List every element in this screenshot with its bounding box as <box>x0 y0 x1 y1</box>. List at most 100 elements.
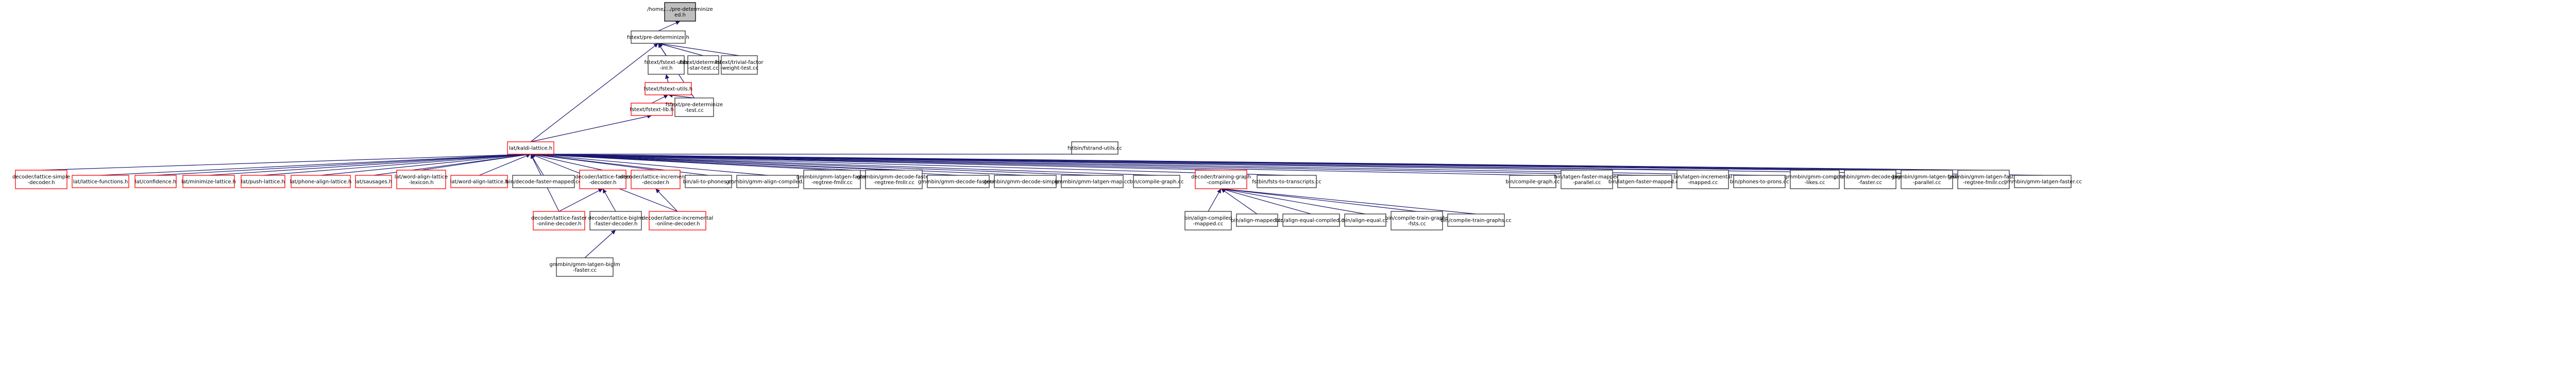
node-fstbin[interactable]: fstbin/fstrand-utils.cc <box>1067 141 1122 155</box>
node-compile-graph[interactable]: bin/compile-graph.cc <box>1505 175 1560 188</box>
node-label: lat/lattice-functions.h <box>73 179 128 185</box>
node-confidence[interactable]: lat/confidence.h <box>134 175 177 188</box>
node-gmm-latgen-faster-parallel[interactable]: gmmbin/gmm-latgen-faster-parallel.cc <box>1891 170 1963 189</box>
node-label: fstext/pre-determinize.h <box>627 35 689 41</box>
node-fstprint[interactable]: bin/compile-graph.cc <box>1129 175 1184 188</box>
node-label: lat/sausages.h <box>355 179 392 185</box>
node-training-graph[interactable]: decoder/training-graph-compiler.h <box>1191 170 1251 189</box>
edge-fstext_lib-to-kaldi_lattice <box>530 114 652 142</box>
node-align-equal[interactable]: bin/align-equal.cc <box>1343 213 1388 227</box>
node-latgen-incremental-mapped[interactable]: bin/latgen-incremental-mapped.cc <box>1673 170 1732 189</box>
node-compile-train-graphs[interactable]: bin/compile-train-graphs.cc <box>1440 213 1512 227</box>
edge-incremental_decoder-to-incremental_online <box>655 188 678 212</box>
node-minimize-lattice[interactable]: lat/minimize-lattice.h <box>181 175 236 188</box>
node-phones-to-prons[interactable]: bin/phones-to-prons.cc <box>1730 175 1789 188</box>
node-word-align-lexicon[interactable]: lat/word-align-lattice-lexicon.h <box>395 170 448 189</box>
node-label: bin/compile-graph.cc <box>1129 179 1183 185</box>
node-push-lattice[interactable]: lat/push-lattice.h <box>241 175 285 188</box>
node-label: bin/align-compiled <box>1184 216 1232 221</box>
node-incremental-decoder[interactable]: decoder/lattice-incremental-decoder.h <box>620 170 691 189</box>
node-sausages[interactable]: lat/sausages.h <box>355 175 392 188</box>
node-faster-decoder[interactable]: decoder/lattice-faster-decoder.h <box>575 170 631 189</box>
edge-kaldi_lattice-to-gmm_decode_simple <box>530 152 1026 176</box>
node-gmm-decode-faster[interactable]: gmmbin/gmm-decode-faster.cc <box>918 175 999 188</box>
node-align-compiled[interactable]: gmmbin/gmm-align-compiled.cc <box>726 175 809 188</box>
edge-fstext_utils_h-to-fstext_lib <box>651 94 669 104</box>
node-label: -parallel.cc <box>1913 180 1941 186</box>
node-latgen-faster-mapped-parallel[interactable]: bin/latgen-faster-mapped-parallel.cc <box>1554 170 1620 189</box>
edge-biglm_decoder-to-latgen_biglm <box>584 229 616 258</box>
edge-training_graph-to-align_compiled_mapped <box>1208 188 1222 212</box>
node-label: decoder/training-graph <box>1191 174 1251 180</box>
node-gmm-decode-simple[interactable]: gmmbin/gmm-decode-simple.cc <box>984 175 1067 188</box>
node-gmm-decode-biglm[interactable]: gmmbin/gmm-decode-biglm-faster.cc <box>1834 170 1907 189</box>
edge-kaldi_lattice-to-phones_to_prons <box>530 152 1760 176</box>
node-decode-faster-regtree[interactable]: gmmbin/gmm-decode-faster-regtree-fmllr.c… <box>857 170 931 189</box>
edge-kaldi_lattice-to-lattice_functions <box>100 152 531 176</box>
node-latgen-faster-parallel[interactable]: gmmbin/gmm-latgen-faster-regtree-fmllr.c… <box>796 170 868 189</box>
edge-kaldi_lattice-to-align_compiled <box>530 152 768 176</box>
node-latgen-biglm[interactable]: gmmbin/gmm-latgen-biglm-faster.cc <box>549 257 620 277</box>
node-label: -likes.cc <box>1804 180 1825 186</box>
node-fstext-lib[interactable]: fstext/fstext-lib.h <box>630 103 674 116</box>
node-faster-mapped[interactable]: bin/decode-faster-mapped.cc <box>506 175 581 188</box>
node-pre-det-test[interactable]: fstext/determinize-star-test.cc <box>680 55 727 75</box>
node-simple-decoder[interactable]: decoder/lattice-simple-decoder.h <box>12 170 70 189</box>
edge-pre_det-to-pre_det_test <box>658 42 704 56</box>
node-label: -decoder.h <box>642 180 669 186</box>
edge-kaldi_lattice-to-fstprint <box>530 152 1157 176</box>
node-gmm-latgen-faster[interactable]: gmmbin/gmm-latgen-faster.cc <box>2004 175 2082 188</box>
node-gmm-latgen-map[interactable]: gmmbin/gmm-latgen-map.cc <box>1055 175 1130 188</box>
node-kaldi-lattice[interactable]: lat/kaldi-lattice.h <box>507 141 554 155</box>
node-label: gmmbin/gmm-latgen-faster <box>1948 174 2020 180</box>
node-label: gmmbin/gmm-decode-faster <box>857 174 931 180</box>
node-fstext-utils-h[interactable]: fstext/fstext-utils.h <box>644 82 692 95</box>
node-word-align[interactable]: lat/word-align-lattice.h <box>450 175 509 188</box>
node-gmm-compute-likes[interactable]: gmmbin/gmm-compute-likes.cc <box>1784 170 1845 189</box>
node-biglm-decoder[interactable]: decoder/lattice-biglm-faster-decoder.h <box>588 211 643 230</box>
node-ali-to-phones[interactable]: bin/ali-to-phones.cc <box>683 175 734 188</box>
node-label: -star-test.cc <box>688 65 718 71</box>
node-online-decoder[interactable]: decoder/lattice-faster-online-decoder.h <box>531 211 587 230</box>
node-gmm-latgen-faster-regtree[interactable]: gmmbin/gmm-latgen-faster-regtree-fmllr.c… <box>1948 170 2020 189</box>
node-pre-det[interactable]: fstext/pre-determinize.h <box>627 30 689 44</box>
node-phone-align[interactable]: lat/phone-align-lattice.h <box>290 175 352 188</box>
edge-training_graph-to-align_equal <box>1221 187 1366 214</box>
node-label: bin/phones-to-prons.cc <box>1730 179 1789 185</box>
node-label: -fsts.cc <box>1408 221 1426 227</box>
node-label: gmmbin/gmm-decode-biglm <box>1834 174 1907 180</box>
node-trivial-factor[interactable]: fstext/trivial-factor-weight-test.cc <box>715 55 764 75</box>
node-label: fstext/pre-determinize <box>666 102 723 108</box>
node-label: fstext/fstext-lib.h <box>630 107 673 113</box>
node-align-compiled-mapped[interactable]: bin/align-compiled-mapped.cc <box>1184 211 1232 230</box>
node-incremental-online[interactable]: decoder/lattice-incremental-online-decod… <box>642 211 714 230</box>
node-label: decoder/lattice-biglm <box>588 216 643 221</box>
node-label: bin/compile-graph.cc <box>1505 179 1560 185</box>
node-pre-det-cc[interactable]: fstext/pre-determinize-test.cc <box>666 97 723 117</box>
edge-faster_decoder-to-biglm_decoder <box>602 188 616 212</box>
node-align-equal-compiled[interactable]: bin/align-equal-compiled.cc <box>1276 213 1347 227</box>
node-label: -decoder.h <box>589 180 617 186</box>
edge-kaldi_lattice-to-gmm_latgen_map <box>530 152 1093 176</box>
node-label: bin/decode-faster-mapped.cc <box>506 179 581 185</box>
node-label: gmmbin/gmm-latgen-faster <box>1891 174 1963 180</box>
node-label: lat/push-lattice.h <box>241 179 285 185</box>
edge-training_graph-to-align_equal_compiled <box>1221 188 1312 214</box>
node-label: lat/minimize-lattice.h <box>181 179 236 185</box>
node-label: gmmbin/gmm-latgen-faster <box>796 174 868 180</box>
node-fstcompose[interactable]: fstbin/fsts-to-transcripts.cc <box>1252 175 1321 188</box>
node-align-mapped[interactable]: bin/align-mapped.cc <box>1231 213 1283 227</box>
node-label: gmmbin/gmm-compute <box>1784 174 1845 180</box>
node-label: bin/latgen-faster-mapped <box>1554 174 1619 180</box>
node-compile-train-graphs-fsts[interactable]: bin/compile-train-graphs-fsts.cc <box>1385 211 1449 230</box>
node-fstext-utils[interactable]: fstext/fstext-utils-inl.h <box>645 55 688 75</box>
node-label: -online-decoder.h <box>655 221 700 227</box>
node-label: -faster-decoder.h <box>594 221 638 227</box>
node-latgen-faster-mapped[interactable]: bin/latgen-faster-mapped.cc <box>1608 175 1681 188</box>
node-label: fstext/determinize <box>680 60 726 65</box>
node-label: -regtree-fmllr.cc <box>873 180 914 186</box>
edge-pre_det-to-trivial_factor <box>658 42 740 56</box>
node-lattice-functions[interactable]: lat/lattice-functions.h <box>72 175 129 188</box>
